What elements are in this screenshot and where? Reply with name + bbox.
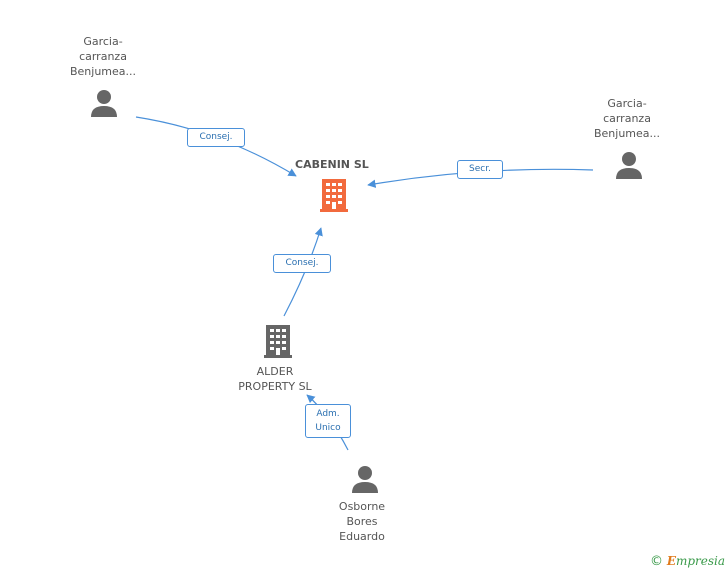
person-right-name[interactable]: Garcia- carranza Benjumea... (593, 97, 661, 140)
company-alder-name[interactable]: ALDER PROPERTY SL (238, 365, 312, 393)
edge-label-unico: Unico (315, 423, 341, 433)
edge-label-adm-unico: Adm. Unico (305, 404, 351, 438)
person-icon[interactable] (614, 150, 644, 180)
copyright-icon: © (650, 554, 663, 569)
building-icon[interactable] (318, 177, 350, 213)
edge-label-consej-top: Consej. (187, 128, 245, 147)
brand-initial: E (666, 554, 676, 568)
building-icon[interactable] (262, 323, 294, 359)
main-company-name[interactable]: CABENIN SL (295, 158, 369, 171)
brand-name: mpresia (675, 554, 726, 568)
person-bottom-name[interactable]: Osborne Bores Eduardo (338, 500, 386, 543)
brand-watermark: © Empresia (650, 554, 725, 569)
person-icon[interactable] (350, 464, 380, 494)
edge-label-secr: Secr. (457, 160, 503, 179)
person-top-left-name[interactable]: Garcia- carranza Benjumea... (69, 35, 137, 78)
edge-label-adm: Adm. (316, 409, 340, 419)
edge-label-consej-alder: Consej. (273, 254, 331, 273)
person-icon[interactable] (89, 88, 119, 118)
